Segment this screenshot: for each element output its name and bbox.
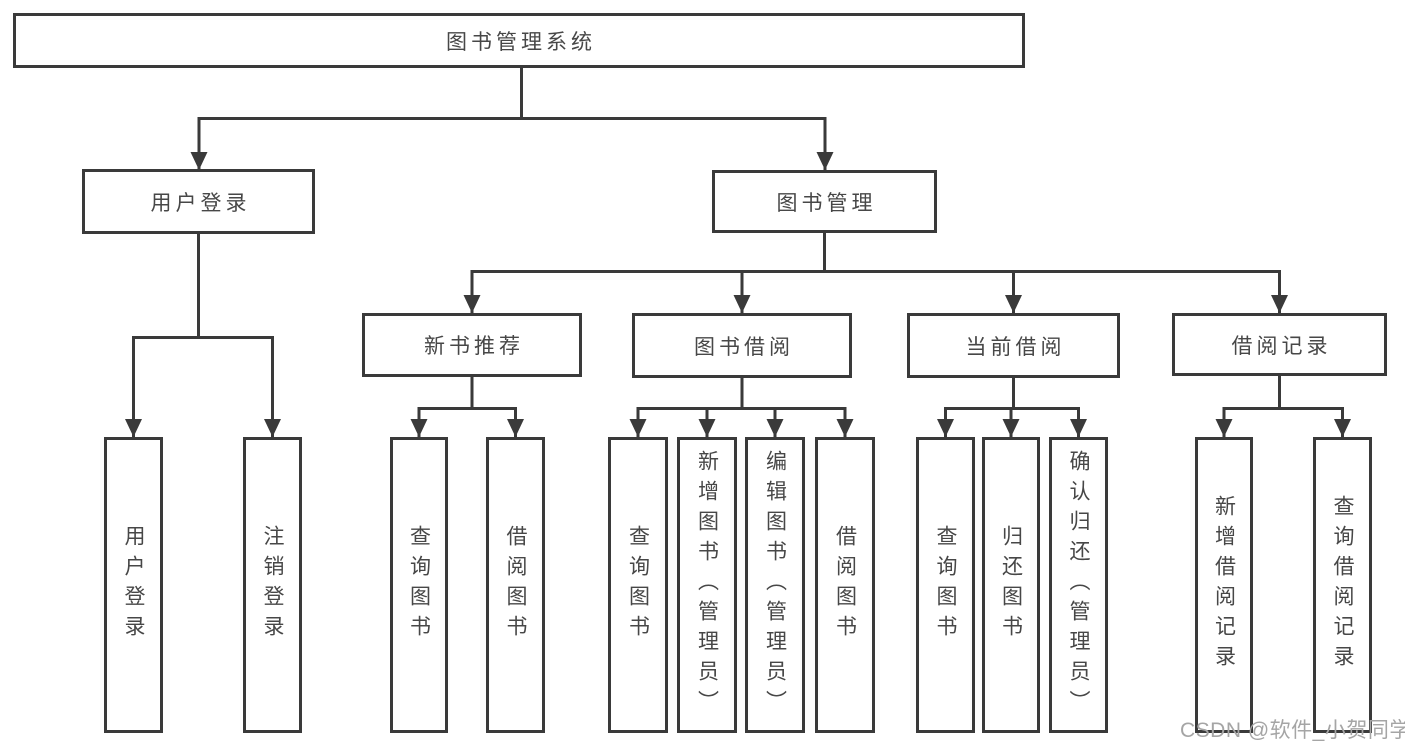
node-user-login: 用户登录 [82,169,315,234]
node-label: 查询借阅记录 [1331,495,1354,675]
node-leaf-confirm-return-admin: 确认归还（管理员） [1049,437,1108,733]
connector-new-book-recommendation-children [410,377,524,437]
node-leaf-logout: 注销登录 [243,437,302,733]
node-label: 查询图书 [934,525,957,645]
node-label: 确认归还（管理员） [1067,450,1090,720]
node-book-management: 图书管理 [712,170,937,233]
node-label: 新增借阅记录 [1212,495,1236,675]
node-leaf-edit-book-admin: 编辑图书（管理员） [745,437,805,733]
node-leaf-return-book: 归还图书 [982,437,1040,733]
csdn-watermark: CSDN @软件_小贺同学 [1180,719,1405,742]
node-borrowing-records: 借阅记录 [1172,313,1387,376]
node-label: 借阅图书 [833,525,857,645]
node-leaf-query-books-recommend: 查询图书 [390,437,448,733]
node-leaf-add-book-admin: 新增图书（管理员） [677,437,737,733]
connector-user-login-children [125,234,281,437]
connector-book-borrowing-children [629,378,854,437]
node-label: 查询图书 [407,525,431,645]
node-label: 注销登录 [261,525,284,645]
node-label: 借阅图书 [504,525,527,645]
node-leaf-query-books-borrowing: 查询图书 [608,437,668,733]
node-label: 编辑图书（管理员） [763,450,787,720]
node-new-book-recommendation: 新书推荐 [362,313,582,377]
node-book-borrowing: 图书借阅 [632,313,852,378]
connector-current-borrowing-children [937,378,1087,437]
node-leaf-add-borrow-record: 新增借阅记录 [1195,437,1253,733]
connector-root-to-level2 [190,68,834,170]
node-label: 新增图书（管理员） [695,450,719,720]
node-label: 用户登录 [122,525,145,645]
node-leaf-user-login: 用户登录 [104,437,163,733]
node-current-borrowing: 当前借阅 [907,313,1120,378]
node-leaf-borrow-books-recommend: 借阅图书 [486,437,545,733]
connector-book-management-children [463,233,1288,313]
node-leaf-query-books-current: 查询图书 [916,437,975,733]
node-leaf-query-borrow-record: 查询借阅记录 [1313,437,1372,733]
node-label: 查询图书 [626,525,650,645]
node-leaf-borrow-books: 借阅图书 [815,437,875,733]
connector-borrowing-records-children [1215,376,1351,437]
node-label: 归还图书 [999,525,1023,645]
node-library-management-system: 图书管理系统 [13,13,1025,68]
